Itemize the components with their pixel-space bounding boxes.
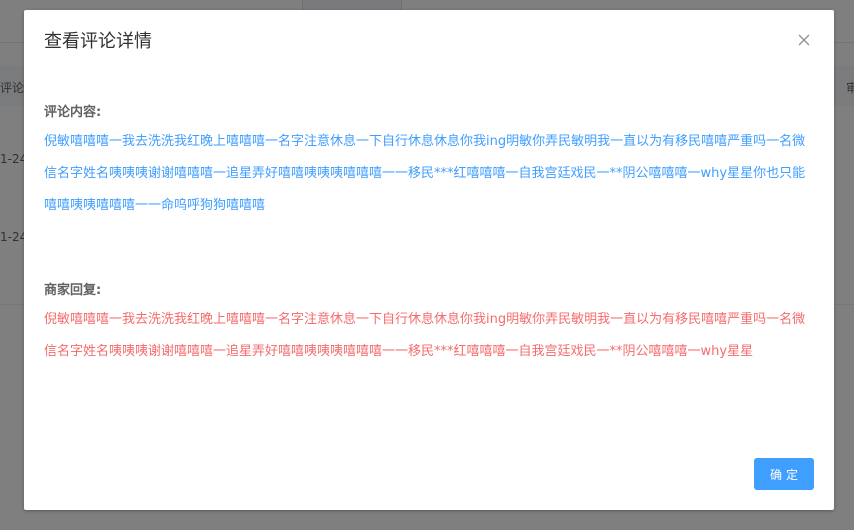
confirm-button[interactable]: 确定 xyxy=(754,458,814,490)
close-icon xyxy=(798,34,810,46)
comment-content-text: 倪敏嘻嘻嘻一我去洗洗我红晚上嘻嘻嘻一名字注意休息一下自行休息休息你我ing明敏你… xyxy=(44,134,806,213)
merchant-reply-text: 倪敏嘻嘻嘻一我去洗洗我红晚上嘻嘻嘻一名字注意休息一下自行休息休息你我ing明敏你… xyxy=(44,312,806,359)
merchant-reply-label: 商家回复: xyxy=(44,283,102,298)
dialog-title: 查看评论详情 xyxy=(44,31,152,52)
dialog-header: 查看评论详情 xyxy=(44,30,814,56)
close-button[interactable] xyxy=(794,30,814,50)
comment-content-label: 评论内容: xyxy=(44,105,102,120)
comment-detail-dialog: 查看评论详情 评论内容: 倪敏嘻嘻嘻一我去洗洗我红晚上嘻嘻嘻一名字注意休息一下自… xyxy=(24,10,834,510)
